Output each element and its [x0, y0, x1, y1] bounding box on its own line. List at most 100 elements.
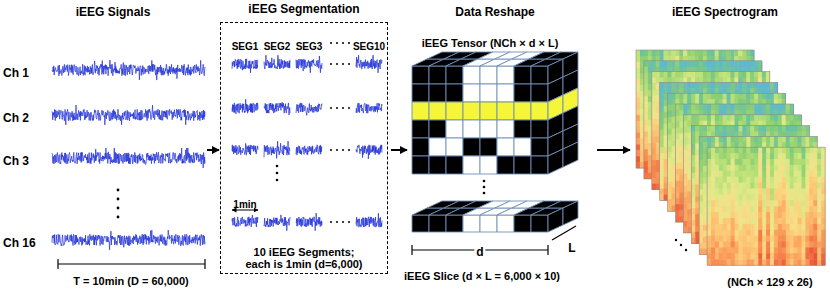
spectrogram-cell	[636, 97, 640, 103]
spectrogram-cell	[750, 72, 754, 78]
spectrogram-cell	[652, 160, 656, 166]
spectrogram-cell	[644, 67, 648, 73]
spectrogram-cell	[687, 50, 691, 56]
spectrogram-cell	[758, 72, 762, 78]
spectrogram-cell	[660, 61, 664, 67]
spectrogram-cell	[695, 82, 699, 88]
spectrogram-cell	[644, 90, 648, 96]
spectrogram-cell	[644, 126, 648, 132]
tensor-cell	[531, 66, 548, 84]
spectrogram-cell	[664, 72, 668, 78]
spectrogram-cell	[699, 50, 703, 56]
spectrogram-cell	[766, 82, 770, 88]
spectrogram-cell	[730, 50, 734, 56]
slice-slab	[412, 201, 578, 232]
spectrogram-cell	[746, 72, 750, 78]
spectrogram-cell	[644, 96, 648, 102]
spectrogram-cell	[738, 50, 742, 56]
spectrogram-cell	[734, 50, 738, 56]
tensor-cell	[463, 102, 480, 120]
spectrogram-cell	[644, 102, 648, 108]
spectrogram-cell	[695, 61, 699, 67]
spectrogram-cell	[652, 50, 656, 56]
tensor-cell	[463, 215, 480, 232]
spectrogram-cell	[652, 142, 656, 148]
spectrogram-cell	[679, 72, 683, 78]
spectrogram-cell	[644, 167, 648, 173]
spectrogram-cell	[636, 115, 640, 121]
spectrogram-cell	[675, 82, 679, 88]
dot	[483, 186, 486, 189]
spectrogram-cell	[723, 50, 727, 56]
spectrogram-cell	[652, 137, 656, 143]
spectrogram-cell	[742, 72, 746, 78]
spectrogram-cell	[742, 61, 746, 67]
spectrogram-cell	[691, 72, 695, 78]
spectrogram-cell	[738, 61, 742, 67]
spectrogram-cell	[644, 79, 648, 85]
eeg-waveform	[52, 230, 205, 250]
spectrogram-cell	[636, 144, 640, 150]
spectrogram-cell	[652, 78, 656, 84]
spectrogram-cell	[762, 82, 766, 88]
eeg-waveform	[52, 148, 205, 168]
spectrogram-cell	[636, 139, 640, 145]
spectrogram-cell	[734, 61, 738, 67]
tensor-cell	[514, 156, 531, 174]
spectrogram-cell	[652, 61, 656, 67]
spectrogram-cell	[683, 72, 687, 78]
spectrogram-cell	[691, 82, 695, 88]
spectrogram-cell	[636, 85, 640, 91]
spectrogram-cell	[734, 82, 738, 88]
spectrogram-cell	[671, 50, 675, 56]
tensor-cell	[497, 156, 514, 174]
spectrogram-cell	[644, 108, 648, 114]
spectrogram-cell	[656, 61, 660, 67]
spectrogram-cell	[707, 61, 711, 67]
spectrogram-cell	[730, 61, 734, 67]
tensor-cell	[480, 120, 497, 138]
spectrogram-cell	[699, 82, 703, 88]
spectrogram-cell	[636, 127, 640, 133]
spectrogram-cell	[636, 109, 640, 115]
vertical-ellipsis	[117, 189, 120, 219]
spectrogram-cell	[695, 50, 699, 56]
spectrogram-cell	[715, 82, 719, 88]
spectrogram-cell	[636, 103, 640, 109]
spectrogram-cell	[636, 80, 640, 86]
spectrogram-cell	[762, 72, 766, 78]
spectrogram-cell	[707, 72, 711, 78]
spectrogram-cell	[636, 121, 640, 127]
tensor-cell	[480, 84, 497, 102]
spectrogram-cell	[719, 72, 723, 78]
spectrogram-cell	[644, 84, 648, 90]
spectrogram-cell	[707, 50, 711, 56]
spectrogram-cell	[754, 72, 758, 78]
dot	[483, 192, 486, 195]
tensor-cube	[412, 52, 578, 174]
tensor-cell	[514, 102, 531, 120]
spectrogram-cell	[652, 154, 656, 160]
spectrogram-cell	[636, 133, 640, 139]
spectrogram-cell	[719, 61, 723, 67]
spectrogram-cell	[652, 95, 656, 101]
tensor-cell	[412, 156, 429, 174]
spectrogram-cell	[758, 82, 762, 88]
spectrogram-cell	[727, 82, 731, 88]
dot	[483, 180, 486, 183]
tensor-cell	[531, 120, 548, 138]
spectrogram-cell	[727, 61, 731, 67]
tensor-cell	[514, 215, 531, 232]
spectrogram-cell	[644, 173, 648, 179]
spectrogram-cell	[668, 82, 672, 88]
spectrogram-cell	[679, 61, 683, 67]
spectrogram-cell	[746, 82, 750, 88]
tensor-cell	[429, 120, 446, 138]
spectrogram-cell	[703, 72, 707, 78]
spectrogram-cell	[723, 72, 727, 78]
tensor-cell	[531, 138, 548, 156]
eeg-waveform	[52, 105, 205, 125]
spectrogram-cell	[691, 61, 695, 67]
tensor-cell	[514, 138, 531, 156]
